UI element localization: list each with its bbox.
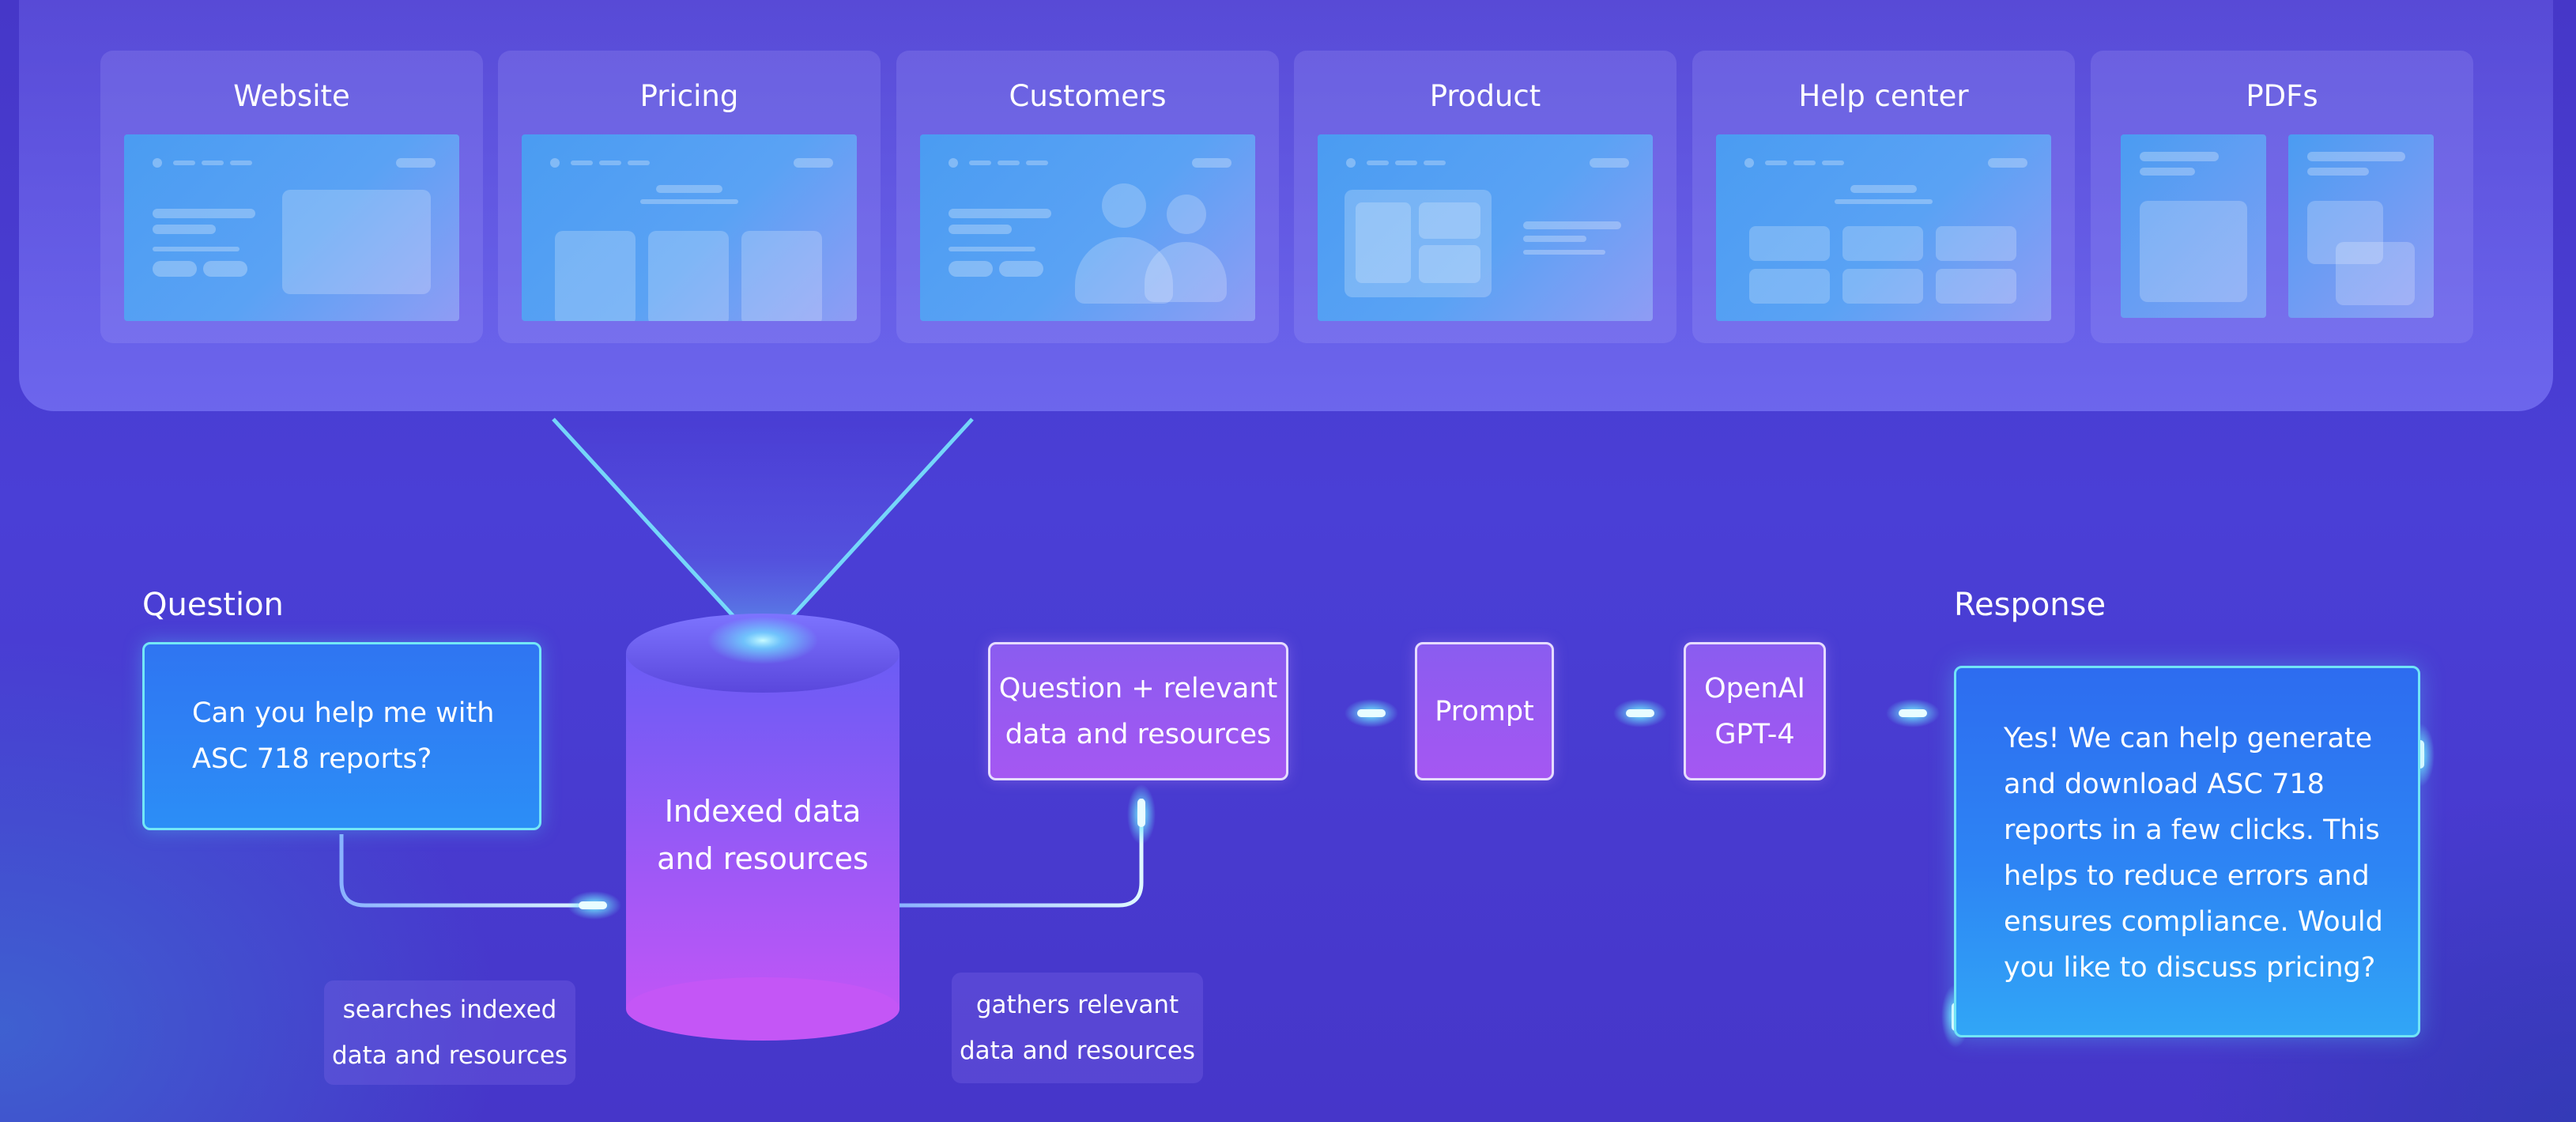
source-title: Pricing <box>639 79 739 113</box>
pdfs-thumbnail-icon <box>2114 134 2450 321</box>
combined-box: Question + relevant data and resources <box>988 642 1288 780</box>
prompt-label: Prompt <box>1435 695 1534 727</box>
note-line: searches indexed <box>342 995 557 1024</box>
response-line: and download ASC 718 <box>2004 769 2325 800</box>
pricing-thumbnail-icon <box>522 134 857 321</box>
response-line: ensures compliance. Would <box>2004 906 2383 938</box>
note-line: data and resources <box>959 1037 1196 1065</box>
source-title: Customers <box>1009 79 1167 113</box>
source-card-product: Product <box>1294 51 1676 343</box>
connector-question-index <box>339 834 601 908</box>
source-card-customers: Customers <box>896 51 1279 343</box>
note-search: searches indexed data and resources <box>324 980 575 1085</box>
response-bubble: Yes! We can help generate and download A… <box>1954 666 2420 1037</box>
website-thumbnail-icon <box>124 134 459 321</box>
pdf-page-1 <box>2121 134 2266 318</box>
source-title: PDFs <box>2246 79 2318 113</box>
source-title: Help center <box>1798 79 1969 113</box>
connector-end <box>1357 709 1386 717</box>
note-line: gathers relevant <box>975 991 1179 1019</box>
source-card-website: Website <box>100 51 483 343</box>
response-line: reports in a few clicks. This <box>2004 814 2380 846</box>
product-thumbnail-icon <box>1318 134 1653 321</box>
help-center-thumbnail-icon <box>1716 134 2051 321</box>
prompt-box: Prompt <box>1415 642 1554 780</box>
source-card-pricing: Pricing <box>498 51 881 343</box>
index-cone <box>553 419 972 648</box>
model-line: OpenAI <box>1704 672 1805 705</box>
source-title: Product <box>1429 79 1541 113</box>
question-line: ASC 718 reports? <box>192 743 432 775</box>
response-line: helps to reduce errors and <box>2004 860 2370 892</box>
combined-line: Question + relevant <box>998 672 1278 705</box>
source-card-pdfs: PDFs <box>2091 51 2473 343</box>
note-line: data and resources <box>331 1041 568 1070</box>
connector-index-combined <box>900 799 1144 908</box>
customers-thumbnail-icon <box>920 134 1255 321</box>
index-line: Indexed data <box>664 794 862 829</box>
connector-end <box>579 901 607 909</box>
response-line: Yes! We can help generate <box>2004 723 2373 754</box>
index-label: Indexed data and resources <box>626 788 900 882</box>
question-line: Can you help me with <box>192 697 495 729</box>
note-gather: gathers relevant data and resources <box>952 973 1203 1083</box>
source-card-help-center: Help center <box>1692 51 2075 343</box>
connector-end <box>1137 799 1145 827</box>
connector-end <box>1899 709 1927 717</box>
index-line: and resources <box>657 841 869 876</box>
combined-line: data and resources <box>1005 718 1272 750</box>
model-box: OpenAI GPT-4 <box>1684 642 1826 780</box>
question-heading: Question <box>142 587 284 623</box>
connector-end <box>1626 709 1654 717</box>
database-icon <box>626 614 900 1041</box>
pdf-page-2 <box>2288 134 2434 318</box>
model-line: GPT-4 <box>1714 718 1795 750</box>
response-line: you like to discuss pricing? <box>2004 952 2376 984</box>
source-title: Website <box>233 79 350 113</box>
response-heading: Response <box>1954 587 2106 623</box>
question-bubble: Can you help me with ASC 718 reports? <box>142 642 541 830</box>
